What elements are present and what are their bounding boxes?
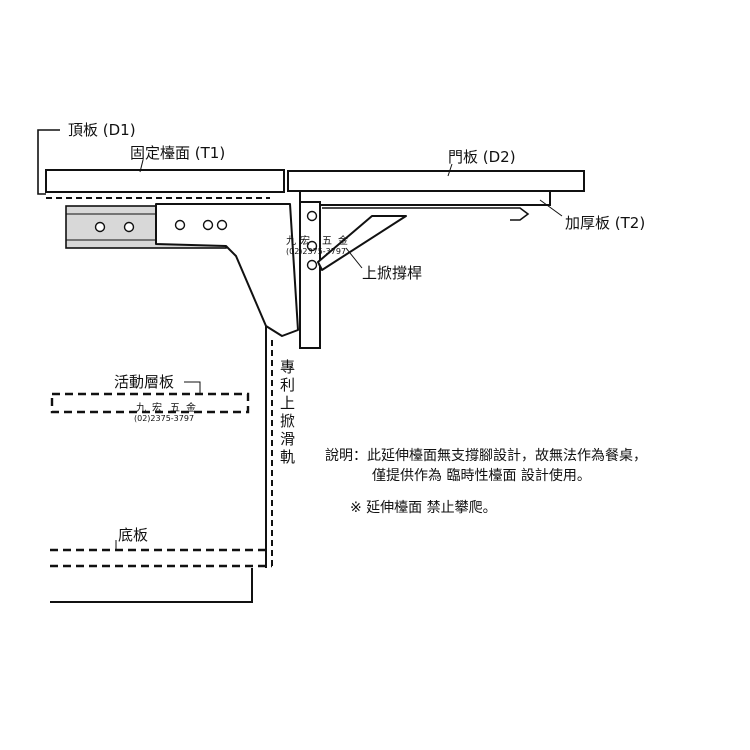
brand-char: 金 (338, 234, 348, 247)
brand-char: 九 (136, 402, 146, 414)
thick-board-label: 加厚板 (T2) (565, 214, 645, 232)
rail-char: 上 (280, 394, 295, 412)
brand-phone: (02)2375-3797 (134, 414, 194, 423)
bracket-hole (216, 219, 228, 231)
top-board-label: 頂板 (D1) (68, 121, 136, 139)
top-board (37, 129, 60, 195)
bracket-hole (174, 219, 186, 231)
shelf-brand-mark: 九 宏 五 金 (02)2375-3797 (134, 401, 196, 423)
bracket-brand-mark: 九 宏 五 金 (02)2375-3797 (286, 234, 348, 256)
rail-char: 滑 (280, 430, 295, 448)
usage-notes: 說明：此延伸檯面無支撐腳設計，故無法作為餐桌， 僅提供作為 臨時性檯面 設計使用… (325, 447, 647, 516)
brand-char: 金 (186, 401, 196, 414)
lift-plate (299, 201, 321, 349)
patent-rail-label: 專 利 上 掀 滑 軌 (280, 358, 295, 466)
rail-hole (94, 221, 106, 233)
rail-hole (123, 221, 135, 233)
lift-brace-label: 上掀撐桿 (362, 264, 422, 282)
brand-char: 五 (170, 403, 180, 414)
shelf-label: 活動層板 (114, 373, 174, 391)
brand-phone: (02)2375-3797 (286, 247, 346, 256)
rail-char: 軌 (280, 448, 295, 466)
lift-brace (317, 207, 530, 271)
cabinet-side-wall (265, 326, 273, 568)
note-line-1: 說明：此延伸檯面無支撐腳設計，故無法作為餐桌， (325, 447, 647, 464)
hinge-bracket (155, 203, 299, 337)
door-board-label: 門板 (D2) (448, 148, 516, 166)
brand-char: 宏 (300, 234, 310, 247)
movable-shelf (50, 381, 250, 414)
brand-char: 九 (286, 235, 296, 247)
rail-char: 利 (280, 376, 295, 394)
door-board (287, 163, 585, 192)
brand-char: 五 (322, 236, 332, 247)
rail-char: 掀 (280, 412, 295, 430)
plate-hole (306, 240, 318, 252)
brand-char: 宏 (152, 401, 162, 414)
rail-char: 專 (280, 358, 295, 376)
fixed-top-label: 固定檯面 (T1) (130, 144, 225, 162)
note-warning: ※ 延伸檯面 禁止攀爬。 (350, 500, 497, 516)
bottom-board-label: 底板 (118, 526, 148, 544)
thick-board (299, 190, 563, 217)
bottom-board (50, 540, 272, 603)
plate-hole (306, 210, 318, 222)
plate-hole (306, 259, 318, 271)
fixed-top (45, 159, 285, 199)
bracket-hole (202, 219, 214, 231)
note-line-2: 僅提供作為 臨時性檯面 設計使用。 (372, 467, 591, 484)
